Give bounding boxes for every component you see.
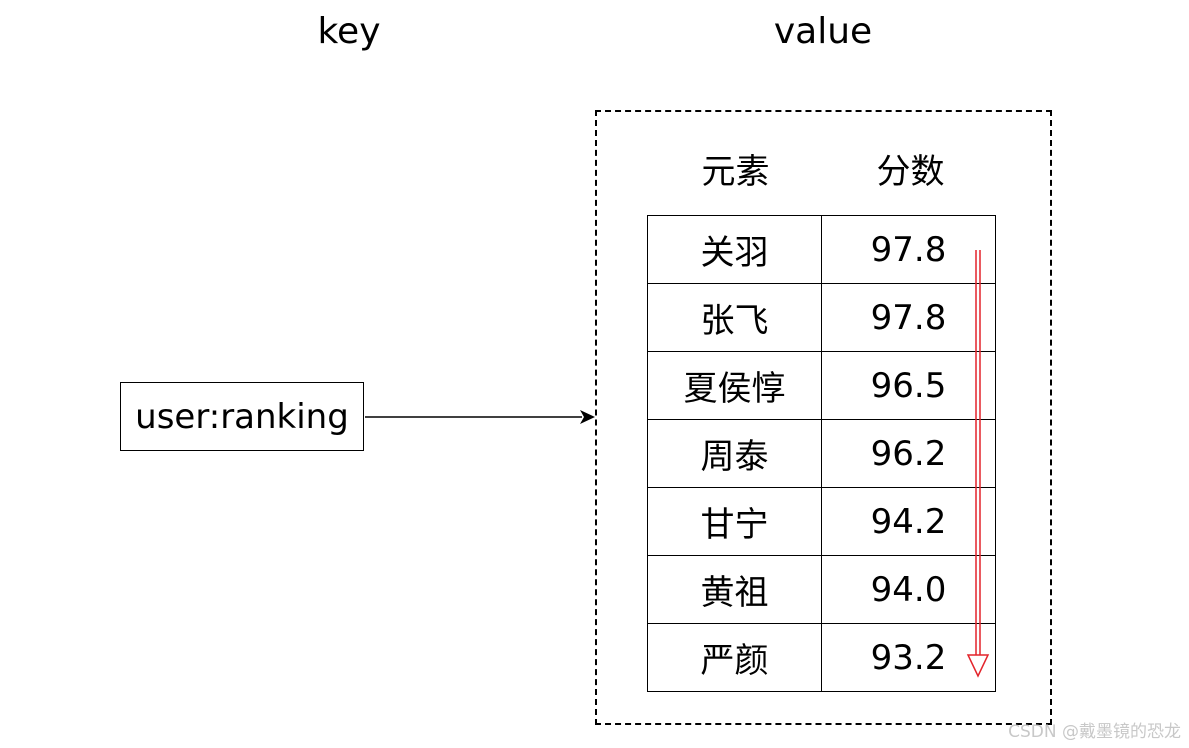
score-cell: 97.8 xyxy=(821,283,996,352)
table-row: 张飞 97.8 xyxy=(647,283,996,352)
member-cell: 周泰 xyxy=(647,419,822,488)
key-heading: key xyxy=(317,11,381,52)
table-row: 关羽 97.8 xyxy=(647,215,996,284)
table-row: 甘宁 94.2 xyxy=(647,487,996,556)
score-cell: 94.2 xyxy=(821,487,996,556)
column-header-score: 分数 xyxy=(876,152,945,192)
table-row: 黄祖 94.0 xyxy=(647,555,996,624)
score-cell: 96.5 xyxy=(821,351,996,420)
watermark: CSDN @戴墨镜的恐龙 xyxy=(1008,722,1181,742)
key-label: user:ranking xyxy=(135,396,349,437)
table-row: 周泰 96.2 xyxy=(647,419,996,488)
member-cell: 严颜 xyxy=(647,623,822,692)
member-cell: 张飞 xyxy=(647,283,822,352)
member-cell: 黄祖 xyxy=(647,555,822,624)
value-container xyxy=(595,110,1052,725)
value-heading: value xyxy=(773,11,873,52)
table-row: 严颜 93.2 xyxy=(647,623,996,692)
member-cell: 关羽 xyxy=(647,215,822,284)
column-header-member: 元素 xyxy=(701,152,770,192)
member-cell: 甘宁 xyxy=(647,487,822,556)
member-cell: 夏侯惇 xyxy=(647,351,822,420)
key-box: user:ranking xyxy=(120,382,364,451)
score-cell: 94.0 xyxy=(821,555,996,624)
table-row: 夏侯惇 96.5 xyxy=(647,351,996,420)
zset-table: 关羽 97.8 张飞 97.8 夏侯惇 96.5 周泰 96.2 甘宁 94.2… xyxy=(647,215,996,692)
score-cell: 97.8 xyxy=(821,215,996,284)
score-cell: 93.2 xyxy=(821,623,996,692)
arrow-head-icon xyxy=(580,410,595,424)
score-cell: 96.2 xyxy=(821,419,996,488)
